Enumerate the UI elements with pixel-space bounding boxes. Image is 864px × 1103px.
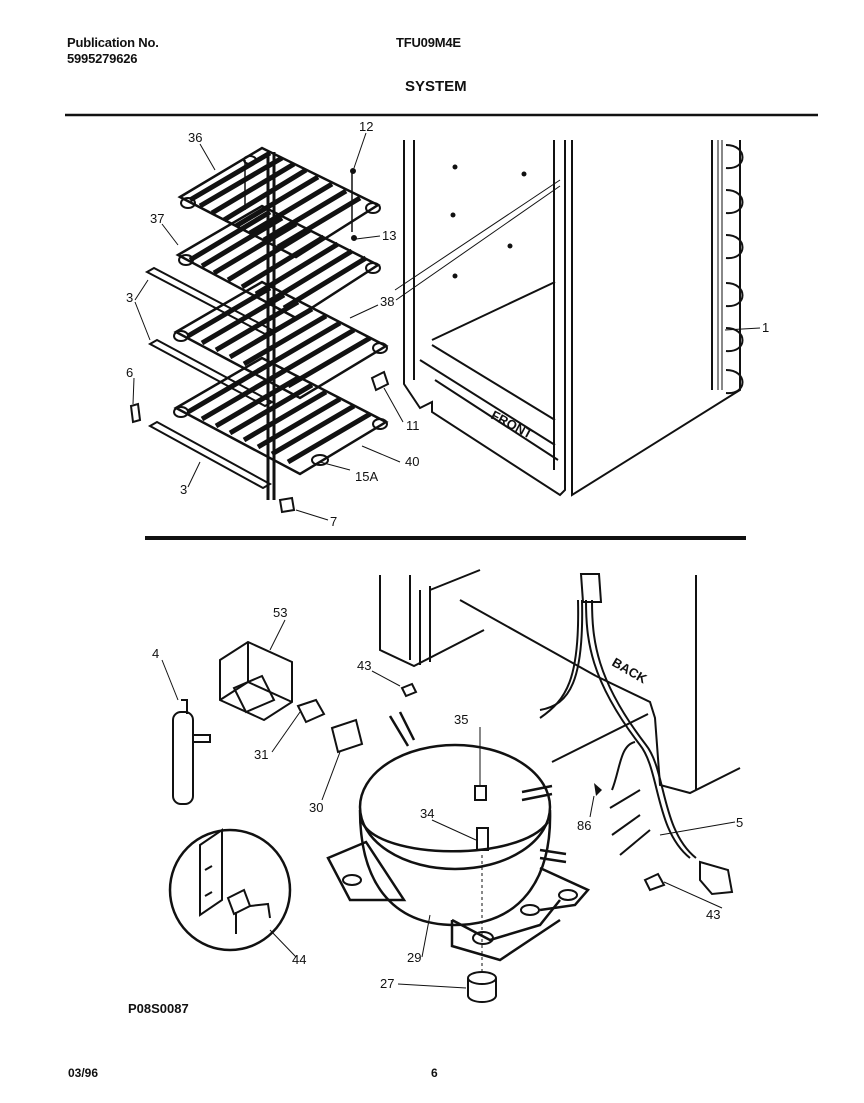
- publication-label: Publication No.: [67, 35, 159, 50]
- callout-38: 38: [380, 294, 394, 309]
- leader-lines-bottom: [161, 619, 736, 989]
- callout-34: 34: [420, 806, 434, 821]
- publication-number: 5995279626: [67, 51, 138, 66]
- callout-11: 11: [406, 418, 420, 433]
- filter-drier: [172, 699, 211, 805]
- cabinet-liner: [394, 140, 741, 497]
- small-clips: [129, 168, 390, 514]
- tubing-clip: [400, 682, 418, 698]
- cabinet-back: [379, 569, 741, 795]
- callout-37: 37: [150, 211, 164, 226]
- callout-44: 44: [292, 952, 306, 967]
- callout-43-lower: 43: [706, 907, 720, 922]
- compressor: [326, 711, 591, 962]
- screw-86: [594, 783, 602, 796]
- diagram-code: P08S0087: [128, 1001, 189, 1016]
- wiring-harness: [539, 573, 734, 896]
- label-back: BACK: [610, 655, 651, 687]
- section-title: SYSTEM: [405, 78, 467, 95]
- footer-date: 03/96: [68, 1066, 99, 1080]
- callout-27: 27: [380, 976, 394, 991]
- cord-clip: [643, 872, 666, 892]
- callout-36: 36: [188, 130, 202, 145]
- callout-6: 6: [126, 365, 133, 380]
- callout-40: 40: [405, 454, 419, 469]
- callout-53: 53: [273, 605, 287, 620]
- callout-3-upper: 3: [126, 290, 133, 305]
- liner-holes: [450, 164, 527, 279]
- callout-5: 5: [736, 815, 743, 830]
- mounting-hardware: [467, 785, 497, 1003]
- condenser-coil: [711, 140, 744, 395]
- callout-3-lower: 3: [180, 482, 187, 497]
- shelf-rails: [144, 266, 275, 490]
- callout-7: 7: [330, 514, 337, 529]
- compressor-feet: [342, 874, 578, 945]
- callout-4: 4: [152, 646, 159, 661]
- callout-12: 12: [359, 119, 373, 134]
- leader-lines-top: [132, 132, 761, 521]
- outlet-inset: [168, 828, 292, 952]
- relay-overload: [219, 640, 364, 754]
- callout-35: 35: [454, 712, 468, 727]
- model-number: TFU09M4E: [396, 35, 461, 50]
- callout-30: 30: [309, 800, 323, 815]
- page-number: 6: [431, 1066, 438, 1080]
- callout-31: 31: [254, 747, 268, 762]
- callout-1: 1: [762, 320, 769, 335]
- callout-15a: 15A: [355, 469, 378, 484]
- callout-86: 86: [577, 818, 591, 833]
- callout-13: 13: [382, 228, 396, 243]
- callout-43-upper: 43: [357, 658, 371, 673]
- callout-29: 29: [407, 950, 421, 965]
- label-front: FRONT: [489, 407, 536, 441]
- evaporator-shelves: [173, 146, 389, 500]
